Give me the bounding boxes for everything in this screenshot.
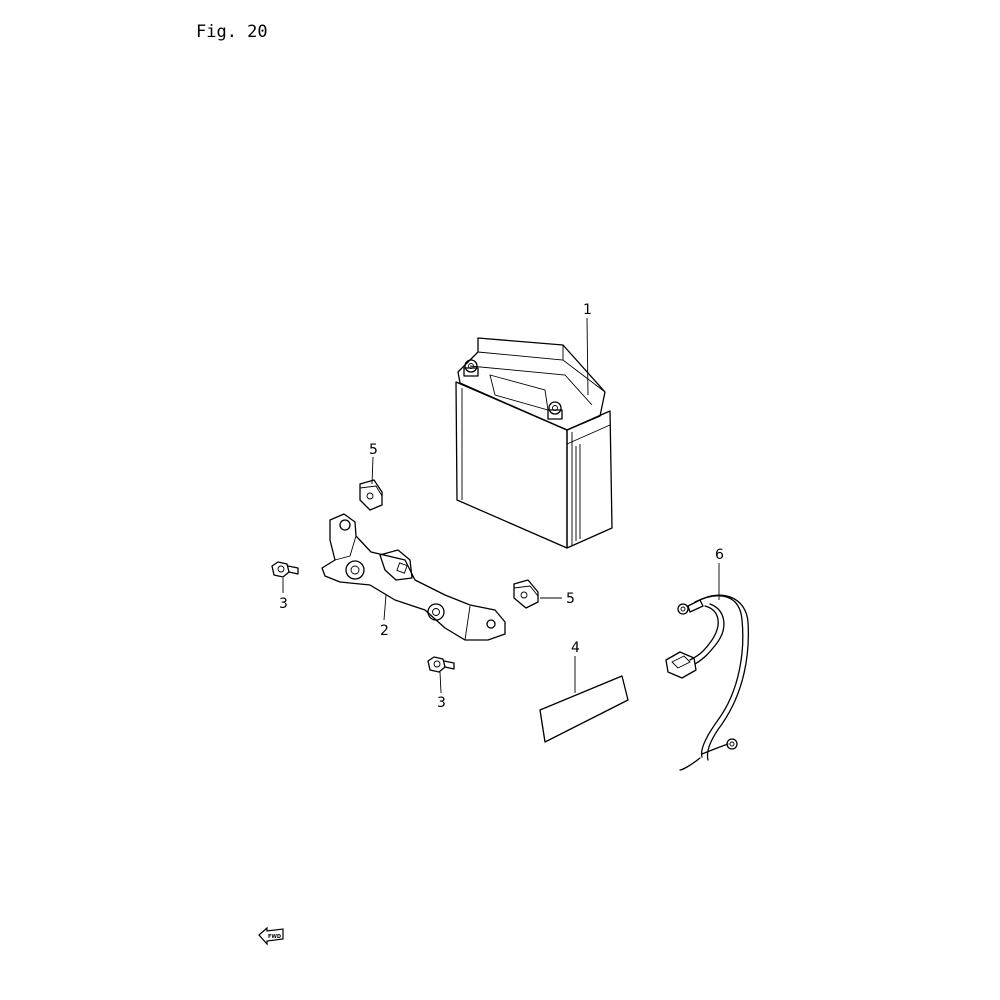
leader-3b [439,671,442,694]
leader-2 [383,594,387,621]
figure-title: Fig. 20 [196,22,268,42]
callout-2: 2 [380,623,389,639]
fwd-label: FWD [268,934,281,940]
bolt-upper [271,561,299,578]
callout-6: 6 [715,547,724,563]
bolt-lower [427,656,455,673]
leader-1 [586,317,589,396]
clip-nut-lower [513,579,539,609]
callout-1: 1 [583,302,592,318]
fwd-arrow-icon: FWD [258,926,284,946]
battery-cable [665,594,749,771]
label-plate [539,675,629,743]
callout-3-lower: 3 [437,695,446,711]
callout-5-upper: 5 [369,442,378,458]
leader-5a [371,456,374,485]
battery [455,337,613,549]
battery-bracket [321,513,506,641]
clip-nut-upper [359,479,383,511]
callout-4: 4 [571,640,580,656]
callout-5-lower: 5 [566,591,575,607]
callout-3-upper: 3 [279,596,288,612]
